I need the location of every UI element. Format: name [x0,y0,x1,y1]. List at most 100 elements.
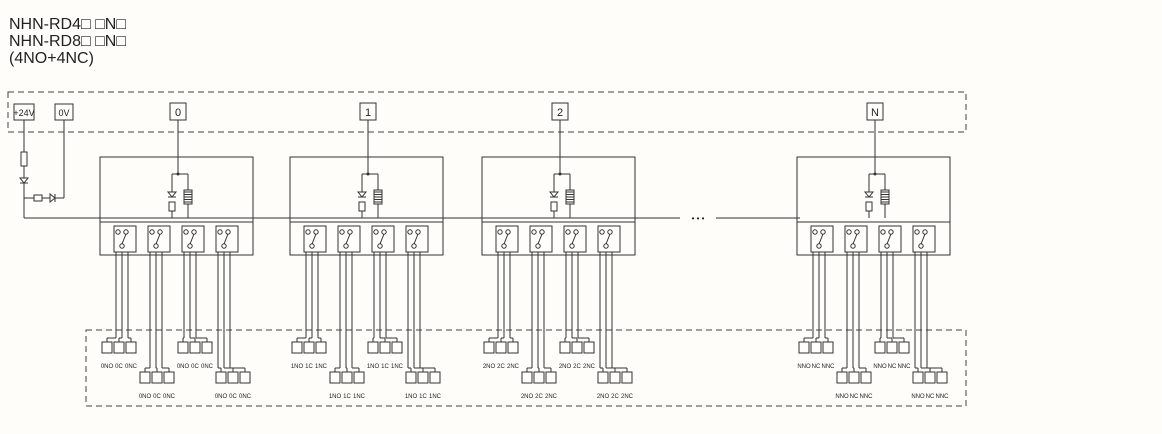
contact-group [597,225,621,253]
terminal-block [405,371,417,384]
terminal-block [559,341,571,354]
title-line-3: (4NO+4NC) [9,50,94,67]
module-id-label: N [871,107,879,119]
terminal-block [597,371,609,384]
terminal-label: 0NO [215,394,228,400]
terminal-label: NNO [911,394,925,400]
terminal-block [125,341,137,354]
contact-group [912,225,936,253]
contact-nc [225,229,231,235]
contact-nc [573,229,579,235]
contact-arm [311,233,317,245]
resistor-icon [358,201,366,212]
resistor-icon [865,201,873,212]
terminal-label: 1NC [391,364,404,370]
contact-group [878,225,902,253]
terminal-block [353,371,365,384]
terminal-block [177,341,189,354]
terminal-label: 0C [229,394,237,400]
terminal-label: 0C [191,364,199,370]
module-id-label: 1 [365,107,371,119]
contact-nc [820,229,826,235]
terminal-block [239,371,251,384]
terminal-block [163,371,175,384]
contact-common [411,243,417,249]
resistor-icon [168,201,176,212]
contact-group [495,225,519,253]
contact-nc [607,229,613,235]
contact-common [501,243,507,249]
contact-no [149,229,155,235]
contact-common [850,243,856,249]
led-icon [863,191,875,198]
module-id-label: 2 [557,107,563,119]
terminal-label: 1C [381,364,389,370]
module-body [289,156,444,256]
contact-arm [413,233,419,245]
terminal-block [341,371,353,384]
terminal-label: 2C [535,394,543,400]
terminal-block [798,341,810,354]
module-body [481,156,636,256]
contact-arm [223,233,229,245]
terminal-block [291,341,303,354]
terminal-label: 1NO [329,394,342,400]
contact-group [371,225,395,253]
terminal-block [886,341,898,354]
terminal-block [303,341,315,354]
contact-no [305,229,311,235]
terminal-block [836,371,848,384]
contact-arm [818,233,824,245]
module-body [99,156,254,256]
contact-common [187,243,193,249]
contact-nc [415,229,421,235]
model-title: NHN-RD4□ □N□ NHN-RD8□ □N□ (4NO+4NC) [9,16,126,67]
terminal-block [483,341,495,354]
contact-group [215,225,239,253]
contact-nc [922,229,928,235]
terminal-label: 0NC [239,394,252,400]
terminal-label: NNO [835,394,849,400]
terminal-block [379,341,391,354]
terminal-label: 0NC [163,394,176,400]
terminal-block [391,341,403,354]
contact-group [337,225,361,253]
terminal-label: 2NC [507,364,520,370]
terminal-label: NNO [797,364,811,370]
terminal-label: 2NO [483,364,496,370]
terminal-label: 0NO [101,364,114,370]
terminal-block [329,371,341,384]
contact-arm [345,233,351,245]
terminal-label: 1NC [353,394,366,400]
terminal-block [227,371,239,384]
terminal-block [151,371,163,384]
terminal-label: NNC [936,394,950,400]
contact-no [339,229,345,235]
contact-common [153,243,159,249]
terminal-label: NC [888,364,897,370]
terminal-label: 0C [153,394,161,400]
terminal-block [521,371,533,384]
terminal-block [912,371,924,384]
contact-nc [381,229,387,235]
contact-group [113,225,137,253]
contact-common [119,243,125,249]
contact-no [183,229,189,235]
terminal-block [533,371,545,384]
zero-v-label: 0V [58,108,69,118]
terminal-label: 1NO [291,364,304,370]
contact-group [810,225,834,253]
terminal-label: 2NO [559,364,572,370]
terminal-block [315,341,327,354]
terminal-block [860,371,872,384]
contact-common [377,243,383,249]
terminal-block [609,371,621,384]
diode-icon [18,177,30,184]
contact-no [846,229,852,235]
contact-nc [123,229,129,235]
contact-group [844,225,868,253]
terminal-box [85,329,967,407]
terminal-block [201,341,213,354]
